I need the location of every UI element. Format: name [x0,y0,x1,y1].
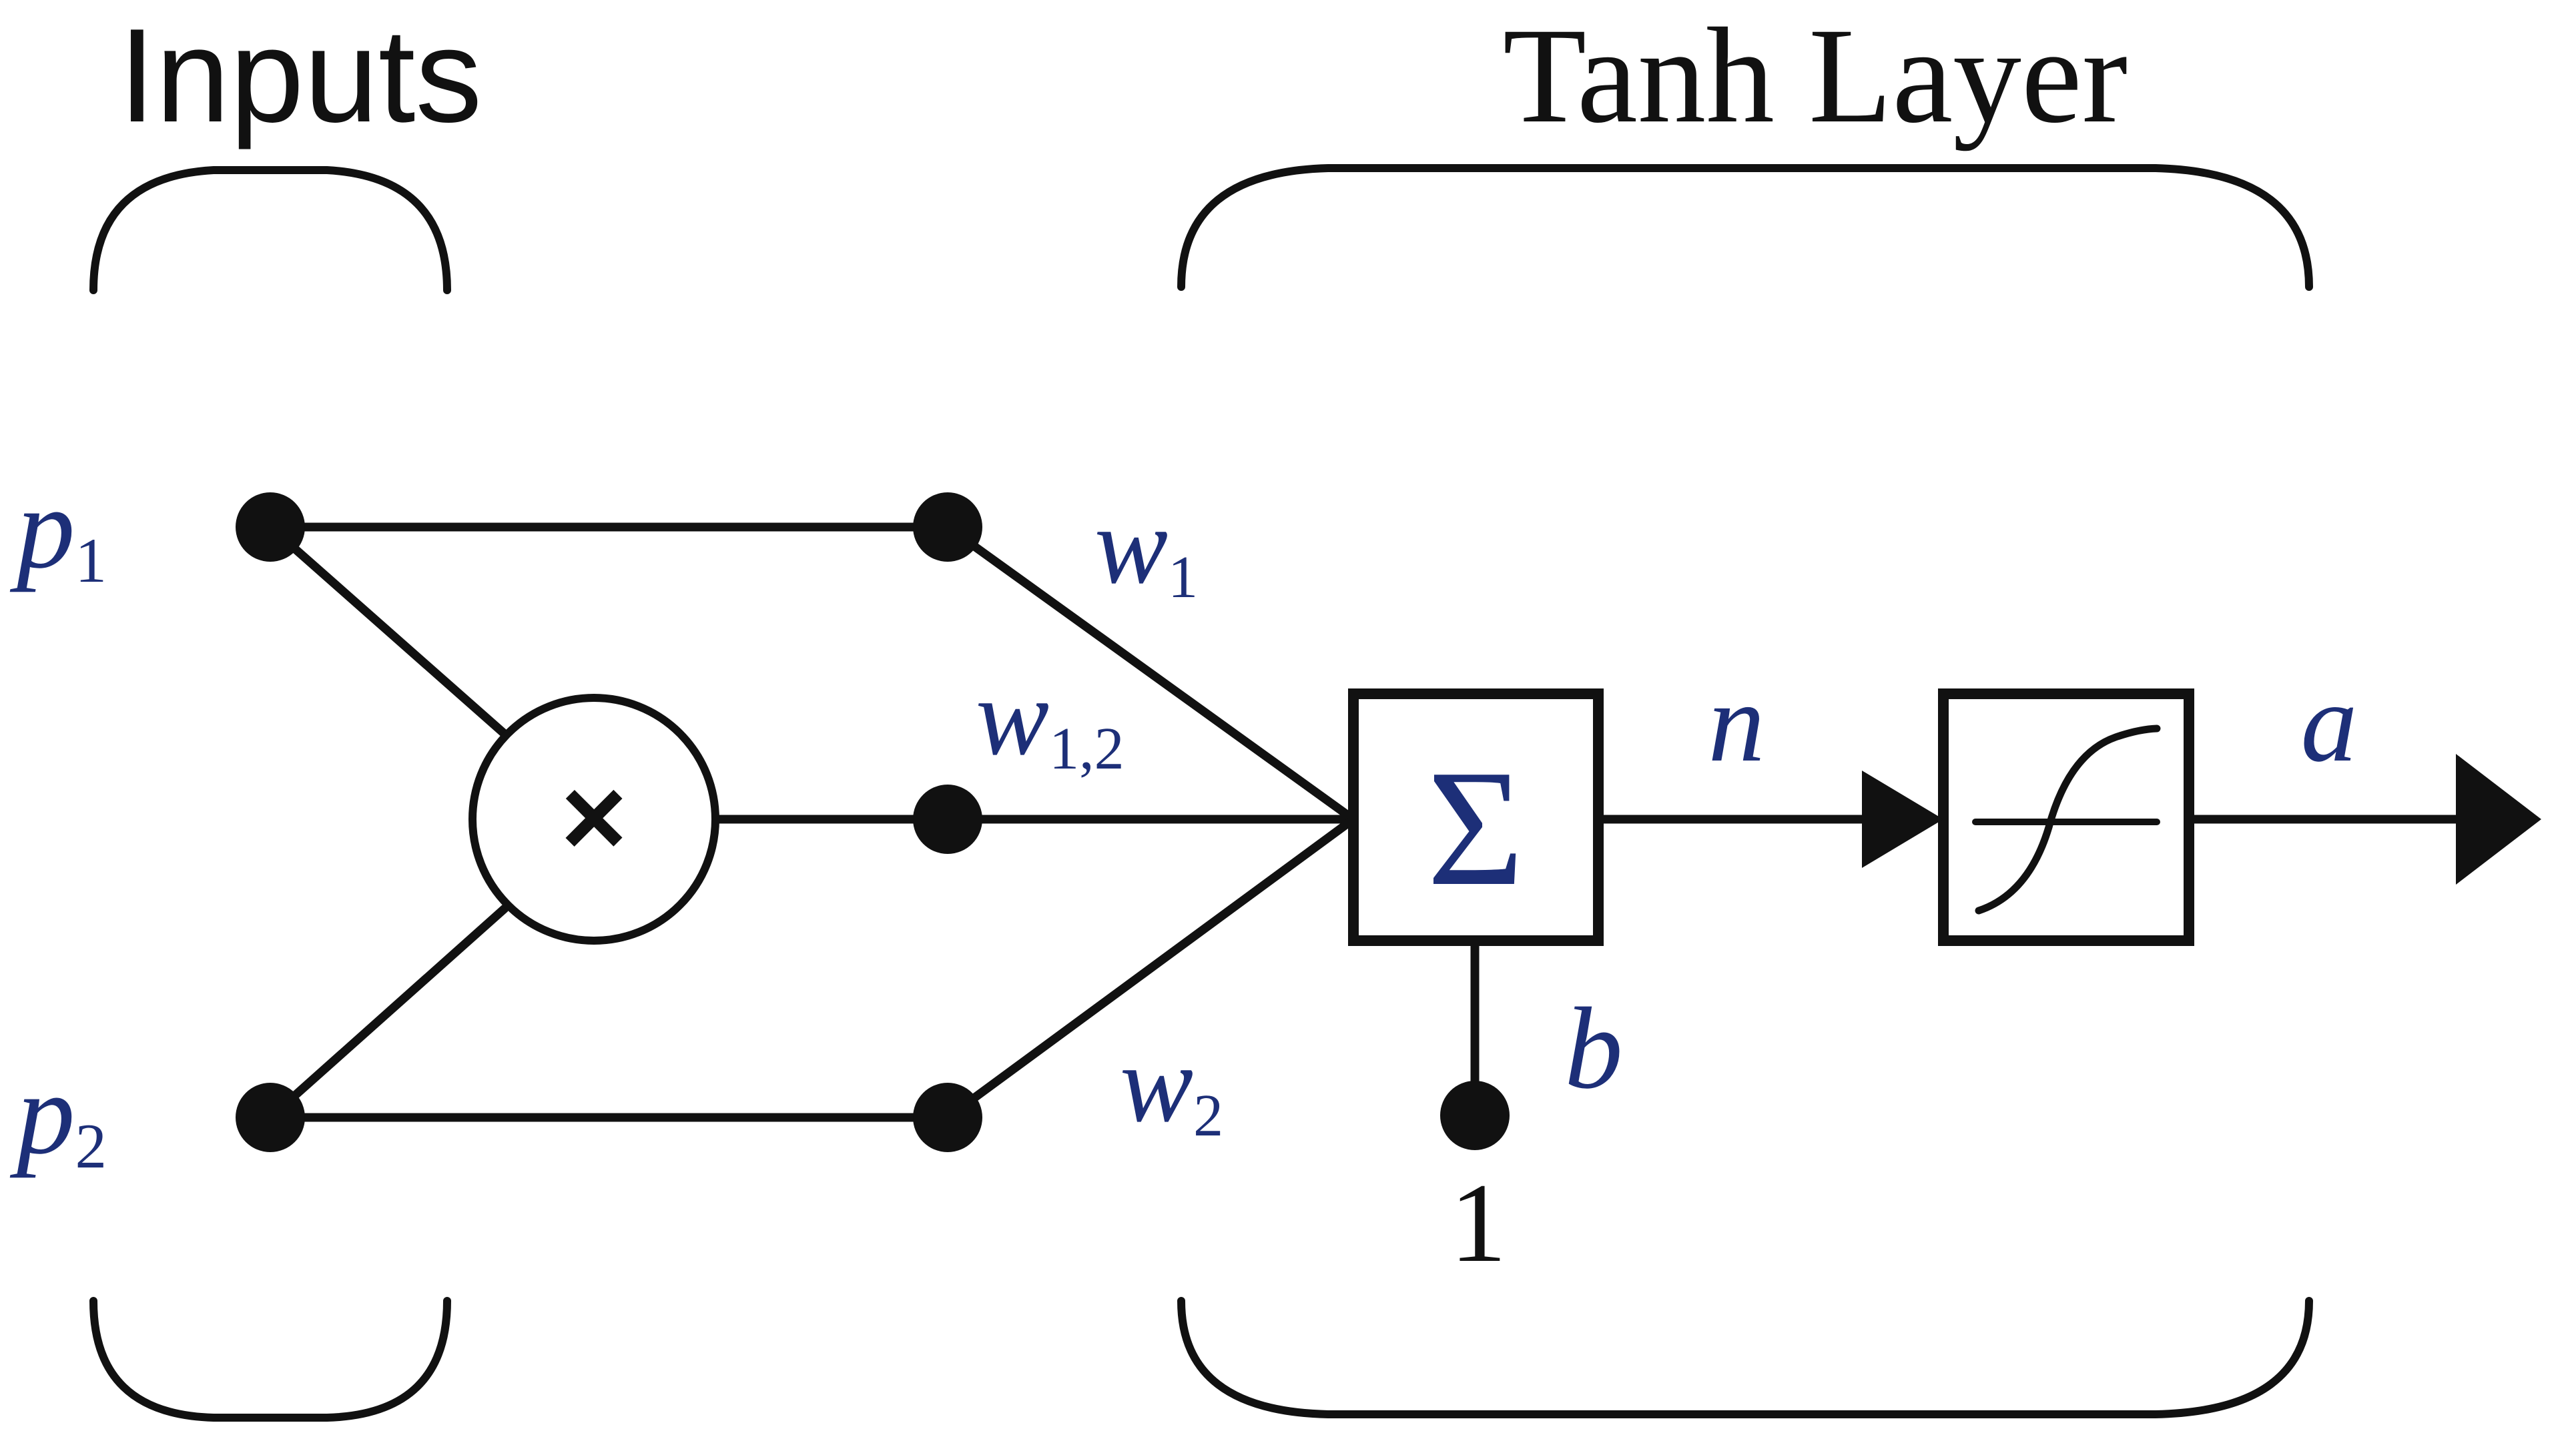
w2-node [913,1083,982,1152]
layer-heading: Tanh Layer [1503,0,2128,151]
layer-bracket-top [1177,164,2313,291]
n-arrowhead [1862,771,1943,868]
p1-input-node [236,492,305,562]
p1-base: p [9,463,75,592]
w12-base: w [976,656,1049,778]
p1-subscript: 1 [75,525,107,596]
w1-subscript: 1 [1168,544,1198,610]
sigma-box-icon: Σ [1348,688,1604,946]
p1-to-multiply-line [266,522,509,739]
p2-to-multiply-line [266,904,509,1122]
multiply-node [468,694,719,945]
p2-subscript: 2 [75,1111,107,1181]
w2-label: w2 [1120,1023,1223,1149]
triangle-arrow-icon [1862,754,2541,885]
inputs-bracket-top [89,166,451,294]
weight-labels: w1 w1,2 w2 [976,484,1223,1149]
w12-node [913,785,982,854]
n-label: n [1708,660,1765,785]
w2-base: w [1120,1023,1193,1145]
w12-label: w1,2 [976,656,1124,782]
w2-edge [943,815,1358,1122]
w2-subscript: 2 [1193,1083,1223,1149]
p1-label: p1 [9,463,107,596]
circle-times-icon: × [468,694,719,945]
input-labels: p1 p2 [9,463,107,1181]
transfer-function-block [1938,688,2194,946]
p2-label: p2 [9,1049,107,1181]
transfer-sigmoid-curve [1975,725,2161,915]
w1-edge [943,522,1358,824]
w1-base: w [1094,484,1168,606]
w1-label: w1 [1094,484,1198,610]
bias-input-node [1440,1081,1510,1150]
a-arrowhead [2456,754,2541,885]
a-label: a [2301,660,2358,785]
tanh-sigmoid-icon [1938,688,2194,946]
sigma-symbol: Σ [1427,736,1524,921]
w1-node [913,492,982,562]
w12-subscript: 1,2 [1049,716,1124,782]
b-label: b [1564,983,1623,1113]
inputs-bracket-bottom [89,1297,451,1422]
bias-input-label: 1 [1450,1160,1507,1286]
connections [266,522,2474,1122]
nodes [236,492,1510,1152]
layer-bracket-bottom [1177,1297,2313,1418]
inputs-heading: Inputs [119,1,482,150]
summation-block [1348,688,1604,946]
p2-input-node [236,1083,305,1152]
multiply-symbol: × [561,754,627,881]
p2-base: p [9,1049,75,1178]
